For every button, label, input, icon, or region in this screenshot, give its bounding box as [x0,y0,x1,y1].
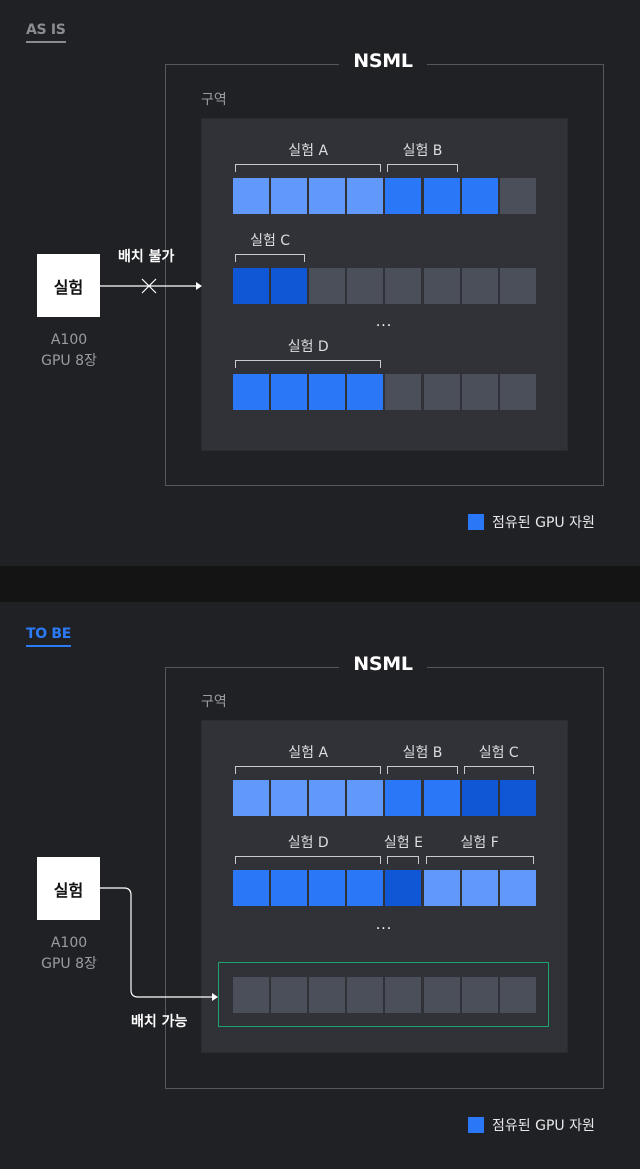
gpu-cell-occupied [423,870,460,906]
legend: 점유된 GPU 자원 [468,512,595,532]
gpu-cell-occupied [385,870,422,906]
experiment-label: 실험 C [250,233,291,249]
gpu-cell-occupied [233,780,269,816]
gpu-cell-occupied [271,268,308,304]
new-experiment-box: 실험 [37,254,100,317]
experiment-bracket [387,164,458,172]
gpu-cell-free [423,374,460,410]
ellipsis: ··· [375,921,393,937]
occupied-swatch-icon [468,1117,484,1133]
experiment-bracket [235,164,382,172]
gpu-cell-occupied [423,780,460,816]
gpu-cell-occupied [233,178,269,214]
experiment-label: 실험 B [402,143,443,159]
gpu-cell-free [309,977,346,1013]
gpu-cell-free [461,977,498,1013]
gpu-cell-free [347,268,384,304]
gpu-cell-occupied [271,870,308,906]
experiment-bracket [387,766,458,774]
gpu-cell-occupied [233,374,269,410]
experiment-label: 실험 F [460,835,499,851]
to-be-title: TO BE [26,626,71,647]
placement-fail-label: 배치 불가 [118,249,175,265]
gpu-cell-occupied [499,780,536,816]
experiment-label: 실험 B [402,745,443,761]
legend-label: 점유된 GPU 자원 [492,515,595,531]
gpu-cell-free [461,374,498,410]
legend: 점유된 GPU 자원 [468,1115,595,1135]
legend-label: 점유된 GPU 자원 [492,1118,595,1134]
gpu-cell-occupied [309,870,346,906]
experiment-label: 실험 C [478,745,519,761]
gpu-count: GPU 8장 [41,956,97,972]
occupied-swatch-icon [468,514,484,530]
ellipsis: ··· [375,318,393,334]
experiment-label: 실험 A [288,745,329,761]
gpu-cell-free [385,268,422,304]
gpu-spec: A100 GPU 8장 [28,330,110,372]
gpu-cell-occupied [423,178,460,214]
gpu-cell-free [385,977,422,1013]
gpu-model: A100 [50,935,88,951]
gpu-cell-occupied [461,870,498,906]
gpu-cell-occupied [347,374,384,410]
placement-ok-label: 배치 가능 [131,1014,188,1030]
gpu-cell-free [309,268,346,304]
new-experiment-label: 실험 [53,277,84,297]
gpu-cell-occupied [271,780,308,816]
gpu-cell-free [271,977,308,1013]
gpu-cell-free [499,374,536,410]
gpu-cell-occupied [309,780,346,816]
gpu-cell-occupied [499,870,536,906]
nsml-label: NSML [339,50,427,72]
experiment-label: 실험 D [287,835,329,851]
experiment-label: 실험 E [383,835,423,851]
gpu-cell-free [423,268,460,304]
nsml-label: NSML [339,653,427,675]
gpu-cell-free [423,977,460,1013]
gpu-cell-occupied [347,178,384,214]
new-experiment-label: 실험 [53,880,84,900]
new-experiment-box: 실험 [37,857,100,920]
experiment-bracket [235,254,306,262]
gpu-cell-occupied [309,374,346,410]
gpu-cell-free [499,268,536,304]
experiment-label: 실험 A [288,143,329,159]
gpu-cell-occupied [233,268,269,304]
gpu-cell-free [233,977,269,1013]
experiment-bracket [387,856,420,864]
experiment-label: 실험 D [287,339,329,355]
experiment-bracket [463,766,534,774]
available-slot-highlight [218,962,549,1027]
experiment-bracket [235,766,382,774]
gpu-cell-occupied [271,178,308,214]
experiment-bracket [235,856,382,864]
zone-label: 구역 [201,92,227,108]
zone-label: 구역 [201,694,227,710]
gpu-cell-free [499,178,536,214]
gpu-cell-free [347,977,384,1013]
gpu-count: GPU 8장 [41,353,97,369]
gpu-cell-occupied [385,178,422,214]
gpu-spec: A100 GPU 8장 [28,933,110,975]
experiment-bracket [425,856,534,864]
gpu-cell-occupied [309,178,346,214]
gpu-cell-occupied [347,870,384,906]
gpu-cell-occupied [461,780,498,816]
gpu-cell-free [461,268,498,304]
gpu-cell-occupied [347,780,384,816]
gpu-model: A100 [50,332,88,348]
gpu-cell-occupied [385,780,422,816]
gpu-cell-occupied [233,870,269,906]
gpu-cell-free [499,977,536,1013]
section-divider [0,566,640,602]
as-is-title: AS IS [26,22,66,43]
gpu-cell-occupied [461,178,498,214]
gpu-cell-free [385,374,422,410]
experiment-bracket [235,360,382,368]
gpu-cell-occupied [271,374,308,410]
